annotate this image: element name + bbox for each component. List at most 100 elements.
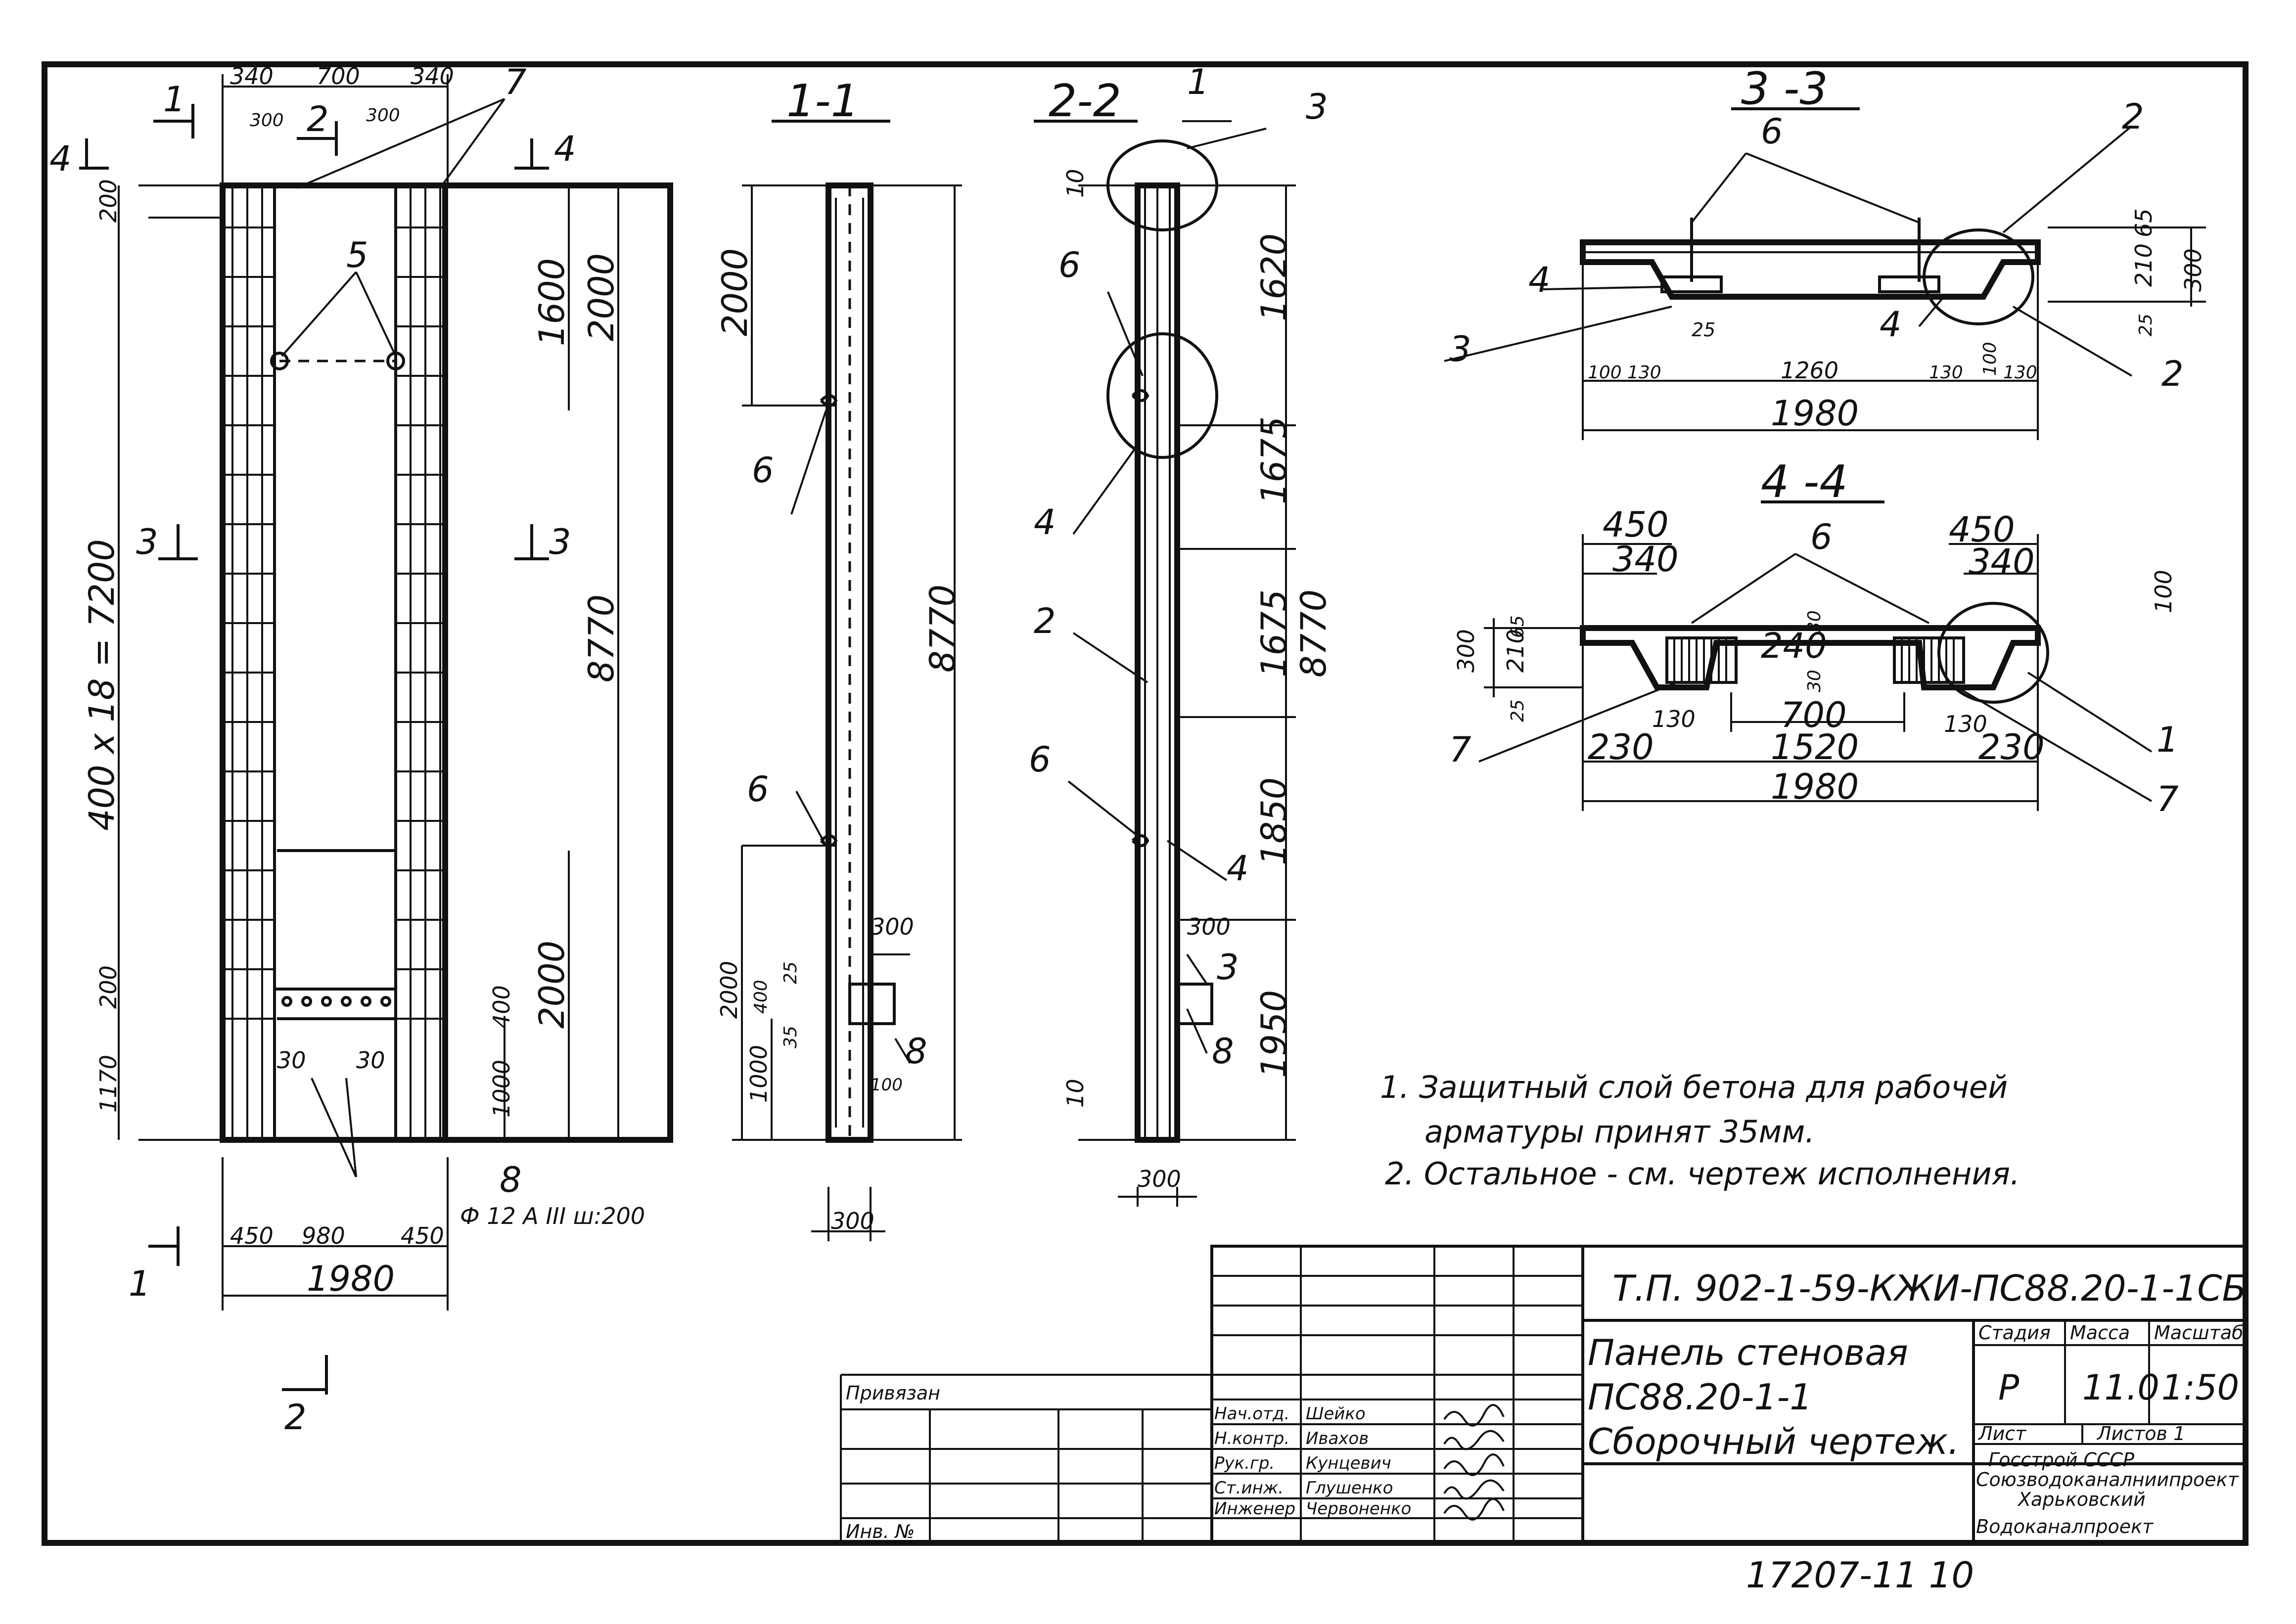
- doc-code: Т.П. 902-1-59-КЖИ-ПС88.20-1-1СБ: [1612, 1267, 2247, 1309]
- s33-callout-4-right: 4: [1880, 304, 1902, 345]
- dim-v-7200: 400 x 18 = 7200: [82, 539, 122, 831]
- section-4-4: [1478, 500, 2153, 811]
- val-scale: 1:50: [2161, 1367, 2239, 1408]
- inv-label: Инв. №: [846, 1521, 915, 1542]
- callout-8-elev: 8: [500, 1160, 522, 1200]
- callout-5: 5: [346, 235, 368, 275]
- s33-dim-100-left: 100: [1588, 362, 1622, 383]
- s11-dim-8770: 8770: [922, 585, 963, 673]
- dim-top-left: 340: [230, 63, 274, 90]
- s11-callout-8: 8: [905, 1031, 927, 1072]
- role-5: Инженер: [1214, 1499, 1295, 1519]
- s44-dim-450-left: 450: [1603, 504, 1669, 545]
- dim-top-mid: 700: [317, 63, 360, 90]
- s44-dim-230-right: 230: [1978, 727, 2045, 767]
- cut-mark-4-right: 4: [554, 129, 576, 169]
- s33-callout-2-bottom: 2: [2161, 354, 2184, 394]
- cut-mark-1-bottom: 1: [129, 1263, 151, 1304]
- hdr-stage: Стадия: [1978, 1322, 2051, 1344]
- s22-dim-300-bottom: 300: [1138, 1166, 1181, 1192]
- s22-dim-1620: 1620: [1254, 233, 1294, 321]
- sheet-label: Лист: [1977, 1423, 2027, 1444]
- dim-v-1000: 1000: [488, 1060, 515, 1118]
- s11-dim-300: 300: [871, 913, 914, 940]
- s44-dim-30-top: 30: [1804, 610, 1825, 633]
- hdr-mass: Масса: [2070, 1322, 2130, 1344]
- dim-v-200-bottom: 200: [95, 965, 122, 1009]
- s33-dim-1980: 1980: [1771, 393, 1859, 434]
- s11-dim-25: 25: [781, 961, 801, 984]
- s22-callout-3-top: 3: [1306, 87, 1328, 127]
- role-1: Нач.отд.: [1214, 1404, 1289, 1424]
- s44-dim-240: 240: [1761, 626, 1827, 666]
- note-1-cont: арматуры принят 35мм.: [1424, 1114, 1815, 1150]
- cut-mark-2-top: 2: [307, 99, 329, 139]
- s33-callout-2-top: 2: [2122, 96, 2144, 137]
- s33-dim-130-left: 130: [1627, 362, 1661, 383]
- s44-dim-340-right: 340: [1969, 541, 2035, 582]
- s11-dim-2000-top: 2000: [715, 248, 755, 336]
- section-title-2-2: 2-2: [1049, 75, 1121, 127]
- s11-dim-1000: 1000: [745, 1045, 772, 1103]
- org-line-4: Водоканалпроект: [1976, 1516, 2154, 1537]
- s44-callout-6: 6: [1810, 517, 1833, 557]
- s11-callout-6-bottom: 6: [747, 769, 769, 810]
- val-mass: 11.0: [2082, 1367, 2159, 1408]
- section-title-3-3: 3 -3: [1741, 63, 1828, 115]
- cut-mark-1-top: 1: [163, 79, 185, 120]
- callout-7: 7: [505, 62, 527, 102]
- s33-dim-25: 25: [1692, 319, 1715, 341]
- s33-dim-100-right: 100: [1980, 342, 2000, 376]
- s44-dim-1520: 1520: [1771, 727, 1859, 767]
- section-2-2: [1034, 120, 1296, 1207]
- cut-mark-3-right: 3: [549, 522, 571, 562]
- s44-callout-7-left: 7: [1449, 729, 1471, 770]
- title-line-1: Панель стеновая: [1588, 1332, 1908, 1373]
- note-2: 2. Остальное - см. чертеж исполнения.: [1385, 1156, 2020, 1192]
- s44-dim-25: 25: [1508, 699, 1528, 722]
- panel-elevation: [118, 74, 673, 1310]
- section-1-1: [732, 120, 962, 1241]
- dim-v-1170: 1170: [95, 1055, 122, 1113]
- s33-callout-3: 3: [1449, 329, 1471, 369]
- s33-dim-210: 210: [2130, 243, 2157, 287]
- s11-dim-35: 35: [781, 1026, 801, 1048]
- s44-dim-340-left: 340: [1612, 539, 1679, 580]
- s44-dim-1980: 1980: [1771, 767, 1859, 807]
- dim-v-8770: 8770: [581, 594, 622, 682]
- dim-bottom-450-right: 450: [401, 1222, 444, 1249]
- s33-callout-6: 6: [1761, 111, 1783, 152]
- dim-30-left: 30: [277, 1047, 306, 1074]
- signatures: [1443, 1404, 1505, 1521]
- sheet-frame: [42, 61, 2249, 1546]
- s22-dim-10-top: 10: [1062, 169, 1089, 198]
- footer-number: 17207-11 10: [1746, 1554, 1974, 1596]
- s22-dim-1850: 1850: [1254, 777, 1294, 865]
- val-stage: Р: [1998, 1367, 2020, 1408]
- cut-mark-3-left: 3: [136, 522, 158, 562]
- dim-v-1600: 1600: [532, 258, 572, 346]
- s22-callout-6-bottom: 6: [1029, 739, 1051, 780]
- dim-v-2000-bottom: 2000: [532, 941, 572, 1029]
- s44-dim-100: 100: [2150, 570, 2177, 613]
- s33-dim-130-far: 130: [2003, 362, 2037, 383]
- s22-dim-300: 300: [1187, 913, 1231, 940]
- s44-dim-130-right: 130: [1944, 711, 1987, 737]
- s22-dim-8770: 8770: [1293, 589, 1334, 677]
- title-block: [840, 1245, 2247, 1544]
- s44-dim-450-right: 450: [1949, 509, 2015, 550]
- dim-bottom-1980: 1980: [307, 1259, 395, 1299]
- dim-30-right: 30: [356, 1047, 385, 1074]
- name-2: Ивахов: [1306, 1429, 1369, 1448]
- s11-dim-300-bottom: 300: [831, 1208, 874, 1234]
- org-line-2: Союзводоканалниипроект: [1976, 1469, 2240, 1490]
- s22-callout-8: 8: [1212, 1031, 1234, 1072]
- s33-dim-130-right: 130: [1929, 362, 1963, 383]
- name-1: Шейко: [1306, 1404, 1366, 1424]
- title-line-2: ПС88.20-1-1: [1588, 1376, 1812, 1418]
- s22-dim-10-bottom: 10: [1062, 1079, 1089, 1108]
- s44-dim-65: 65: [1508, 615, 1528, 638]
- role-2: Н.контр.: [1214, 1429, 1289, 1448]
- hdr-scale: Масштаб: [2154, 1322, 2244, 1344]
